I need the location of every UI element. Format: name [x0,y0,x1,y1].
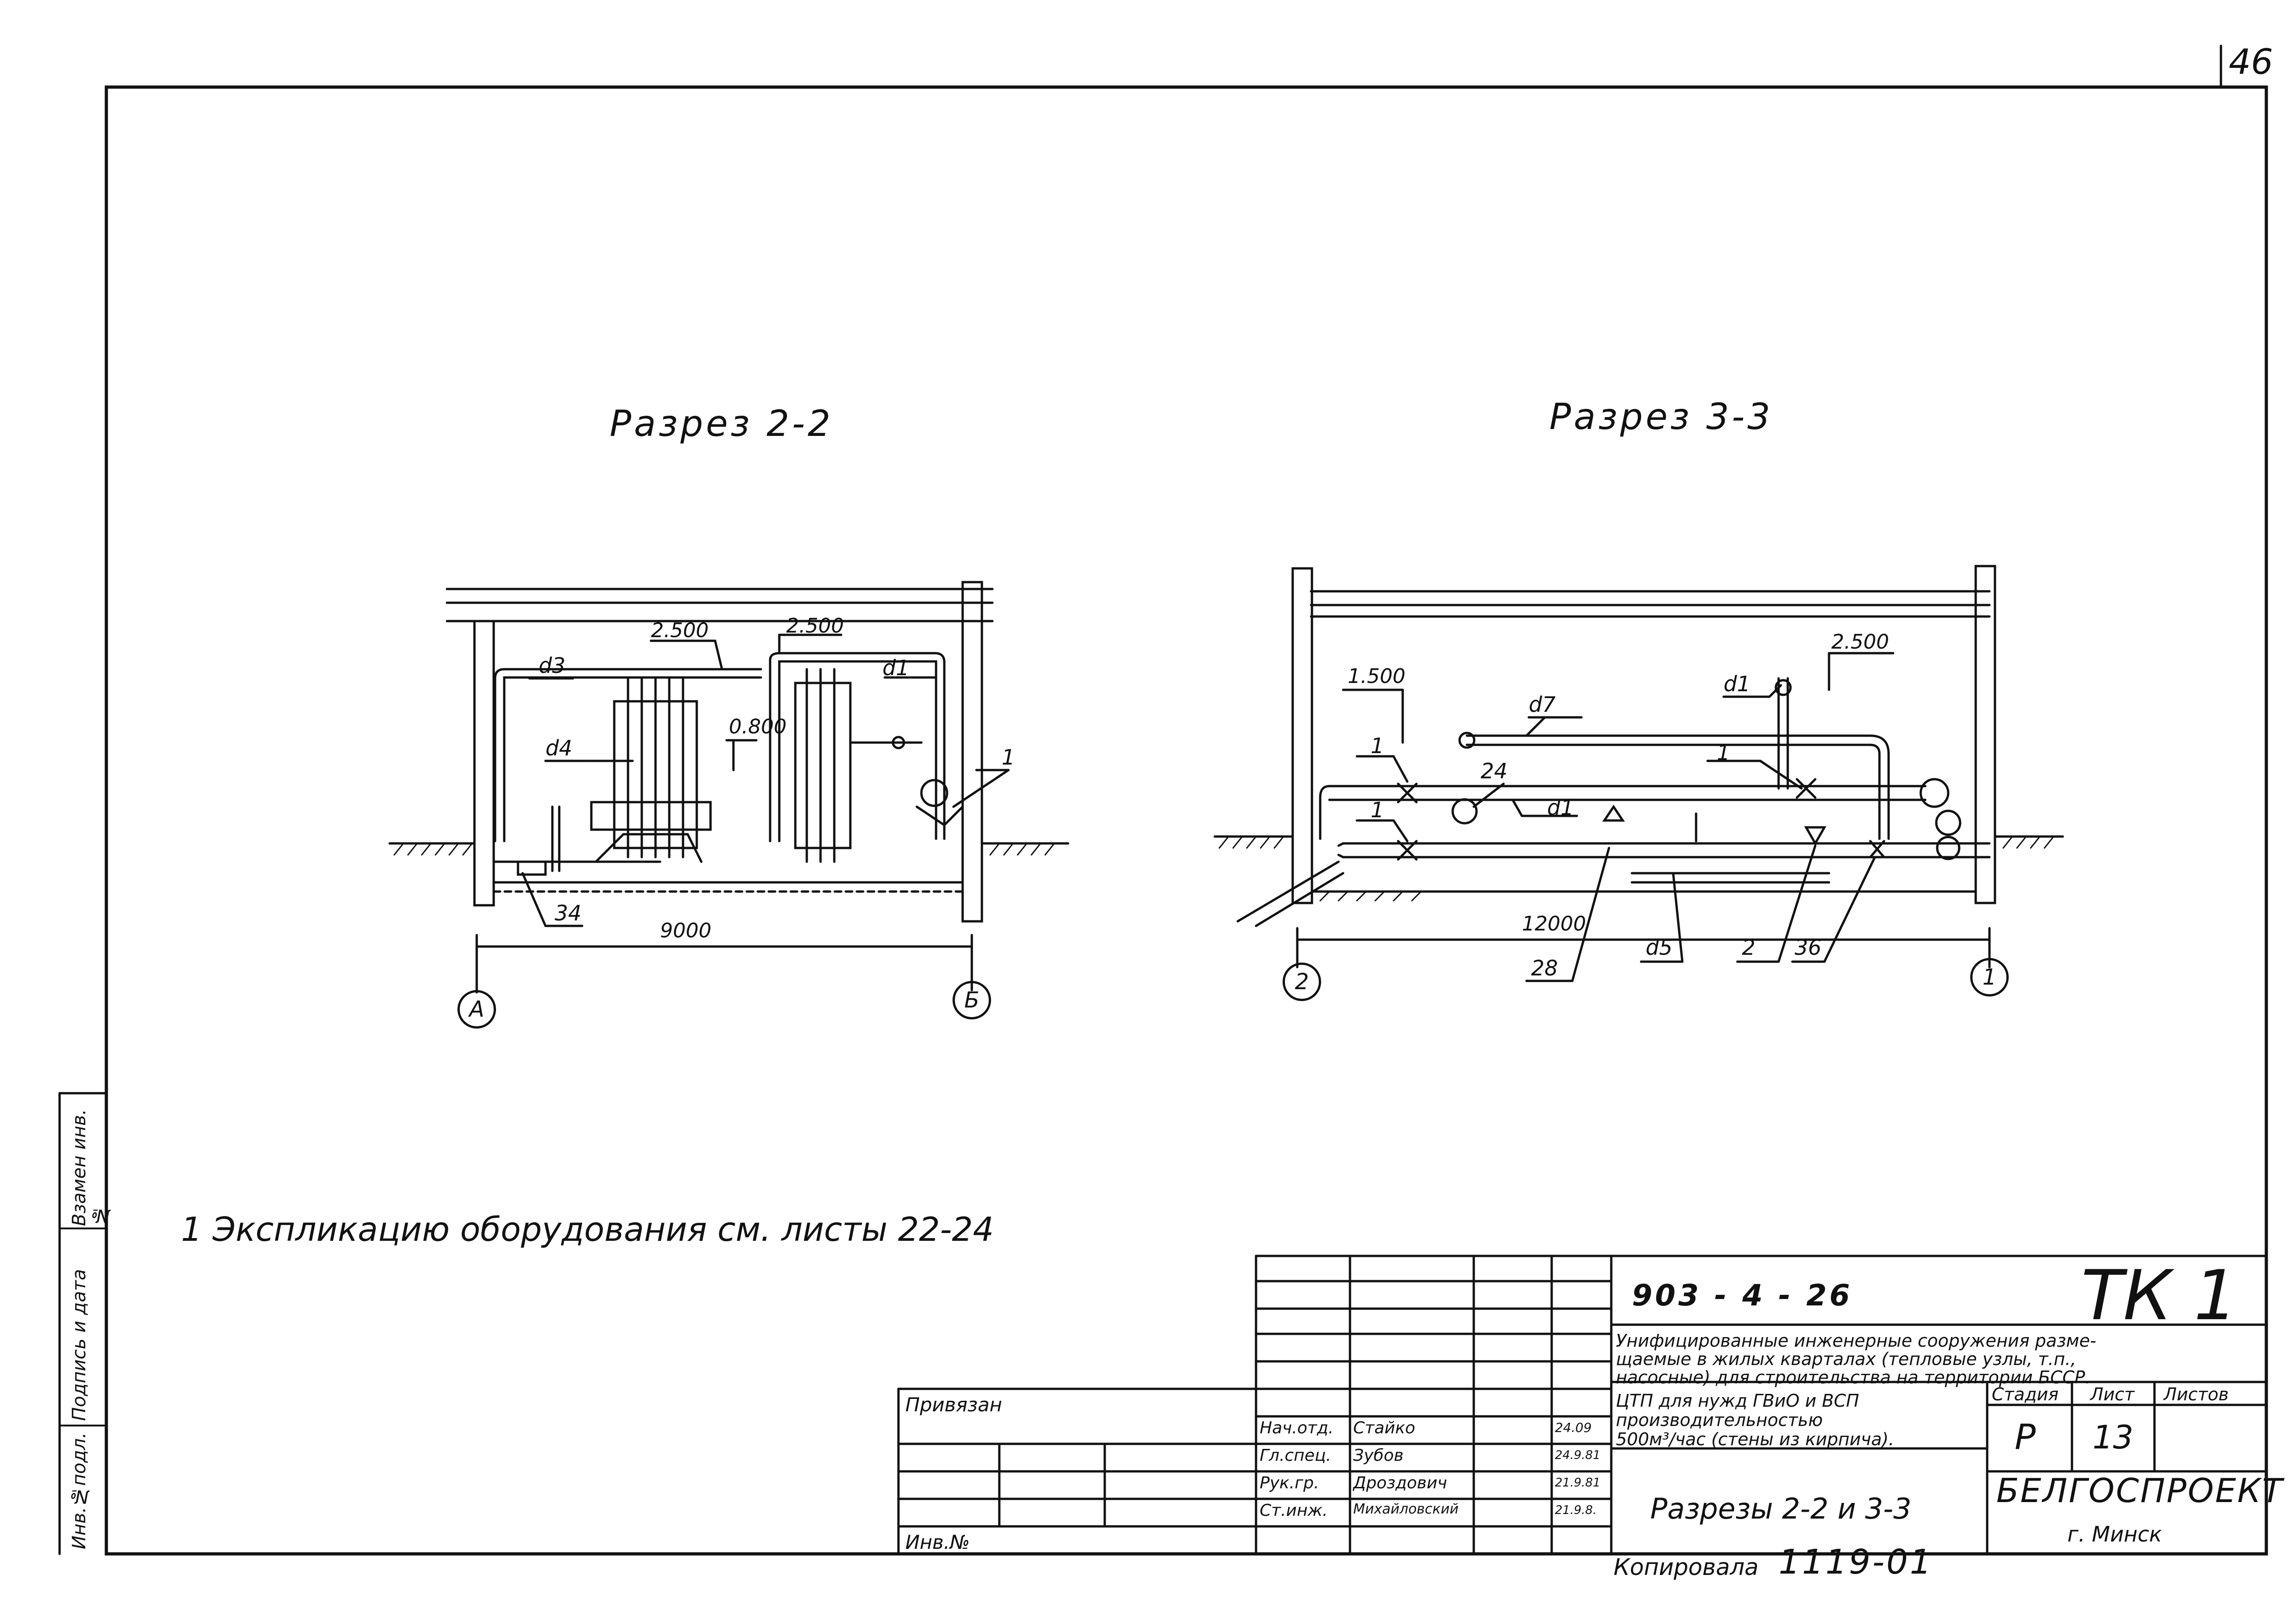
dim-3-3-right: 2.500 [1831,630,1889,654]
section-2-2-title: Разрез 2-2 [610,403,833,445]
stage-header: Стадия [1992,1384,2059,1404]
inv-no-label: Инв.№ [905,1531,970,1553]
dim-2-2-top-left: 2.500 [651,619,709,642]
axis-a-marker: А [457,990,496,1029]
label-pos-28: 28 [1531,956,1558,980]
doc-code: 903 - 4 - 26 [1632,1279,1853,1313]
label-pos-24: 24 [1481,759,1508,783]
label-pos-34: 34 [555,901,582,925]
product-line-1: ЦТП для нужд ГВиО и ВСП [1616,1391,1859,1411]
side-vzamen-inv: Взамен инв.№ [69,1109,111,1226]
sig-date-2: 24.9.81 [1555,1448,1601,1462]
dim-2-2-mid: 0.800 [729,715,787,738]
axis-1-marker: 1 [1970,958,2009,996]
privyazan-label: Привязан [905,1393,1003,1416]
description-line-3: насосные) для строительства на территори… [1616,1367,2091,1387]
equipment-note: 1 Экспликацию оборудования см. листы 22-… [181,1210,994,1249]
label-3-3-pos-1a: 1 [1371,733,1384,758]
sheet-number: 46 [2229,41,2273,82]
label-d4: d4 [545,736,573,760]
stage-value: Р [2015,1416,2036,1457]
sig-role-3: Рук.гр. [1260,1474,1319,1492]
sheet-header: Лист [2090,1384,2135,1404]
organization: БЕЛГОСПРОЕКТ [1996,1471,2284,1510]
section-3-3-graphic [1213,565,2064,982]
product-line-3: 500м³/час (стены из кирпича). [1616,1429,1895,1449]
title-block-grid [897,1255,2268,1555]
label-3-3-pos-1b: 1 [1371,798,1384,822]
label-3-3-d1-mid: d1 [1547,795,1574,820]
label-2-2-pos-1: 1 [1002,745,1015,770]
sheet-value: 13 [2093,1419,2134,1456]
dim-3-3-left: 1.500 [1348,665,1405,688]
dim-2-2-span: 9000 [660,919,711,942]
copied-by-label: Копировала [1614,1554,1759,1580]
side-strip [58,1092,108,1555]
section-2-2-graphic [388,581,1069,994]
doc-mark: ТК 1 [2081,1256,2238,1336]
sig-name-2: Зубов [1353,1446,1404,1465]
sig-role-4: Ст.инж. [1260,1501,1328,1520]
axis-2-marker: 2 [1283,963,1321,1001]
label-3-3-pos-1c: 1 [1717,740,1730,765]
sheet-title: Разрезы 2-2 и 3-3 [1650,1492,1912,1525]
side-signature-date: Подпись и дата [69,1269,90,1421]
section-3-3-title: Разрез 3-3 [1549,396,1773,438]
product-line-2: производительностью [1616,1410,1823,1430]
sig-name-1: Стайко [1353,1419,1416,1437]
label-pos-36: 36 [1795,935,1822,960]
sig-name-3: Дроздович [1353,1474,1447,1492]
description-line-2: щаемые в жилых кварталах (тепловые узлы,… [1616,1349,2077,1369]
product-description: ЦТП для нужд ГВиО и ВСП производительнос… [1616,1391,1894,1449]
ground-hatch-2-2 [393,842,1055,856]
label-d5: d5 [1646,935,1673,960]
label-d7: d7 [1529,692,1556,717]
label-pos-2: 2 [1742,935,1756,960]
sig-role-1: Нач.отд. [1260,1419,1334,1437]
sheets-header: Листов [2164,1384,2229,1404]
axis-b-marker: Б [953,981,991,1019]
label-2-2-d1: d1 [882,655,909,680]
sig-name-4: Михайловский [1353,1501,1459,1517]
city: г. Минск [2067,1522,2162,1547]
sig-date-4: 21.9.8. [1555,1503,1597,1517]
ground-hatch-3-3 [1218,836,2055,902]
dim-2-2-top-right: 2.500 [786,614,844,638]
sig-date-1: 24.09 [1555,1420,1592,1435]
project-description: Унифицированные инженерные сооружения ра… [1616,1332,2096,1387]
label-3-3-d1-top: d1 [1724,672,1751,696]
side-inv-podl: Инв.№подл. [69,1432,90,1549]
sig-date-3: 21.9.81 [1555,1476,1601,1490]
dim-3-3-span: 12000 [1522,912,1586,936]
description-line-1: Унифицированные инженерные сооружения ра… [1616,1331,2096,1351]
copied-by-value: 1119-01 [1779,1542,1934,1582]
label-d3: d3 [539,653,566,678]
sheet-frame [105,85,2268,1556]
sig-role-2: Гл.спец. [1260,1446,1331,1465]
